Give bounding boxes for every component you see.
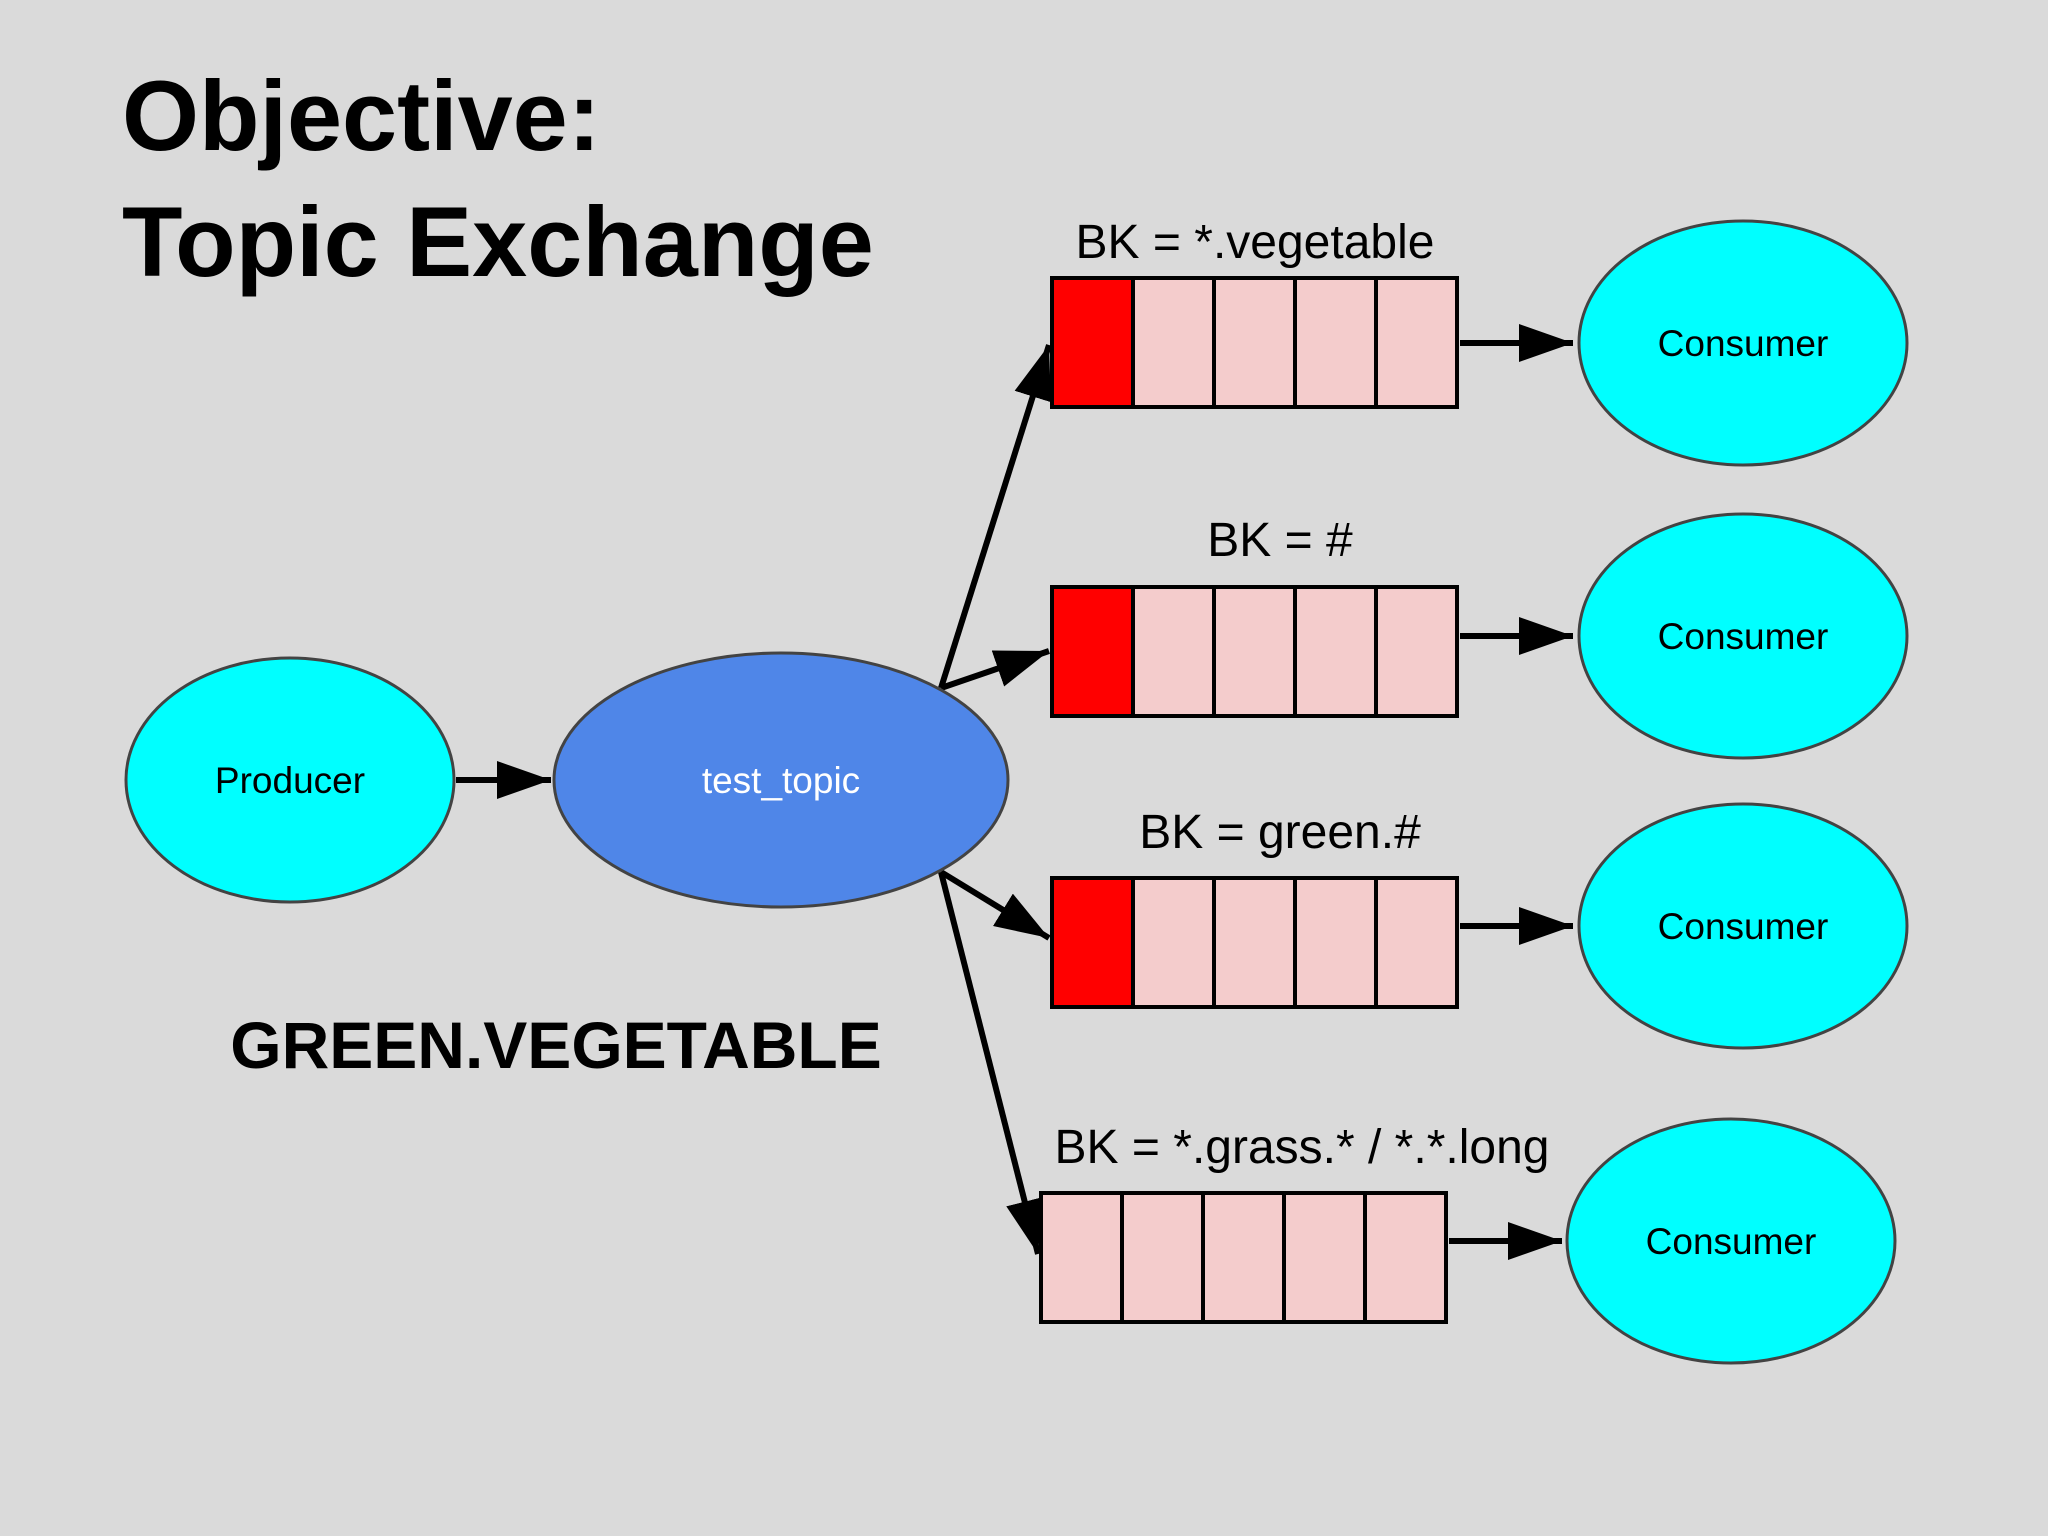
connectors xyxy=(456,324,1573,1260)
exchange-ellipse xyxy=(552,651,1010,909)
queue-4-slots xyxy=(1039,1191,1448,1324)
queue-2-empty-slot-3 xyxy=(1212,585,1297,718)
queue-2: BK = # xyxy=(1050,514,1459,718)
arrow-exchange-to-queue-3 xyxy=(939,869,1051,941)
queue-1-empty-slot-2 xyxy=(1131,276,1216,409)
queue-3-message-slot-1 xyxy=(1050,876,1135,1009)
consumer-1-label: Consumer xyxy=(1658,323,1829,364)
queue-4-empty-slot-5 xyxy=(1363,1191,1448,1324)
queue-3-empty-slot-5 xyxy=(1374,876,1459,1009)
consumer-4-ellipse xyxy=(1565,1117,1897,1365)
producer-node: Producer xyxy=(124,656,456,904)
queue-4-binding-label: BK = *.grass.* / *.*.long xyxy=(1055,1121,1550,1174)
exchange-node: test_topic xyxy=(552,651,1010,909)
consumer-node-1: Consumer xyxy=(1577,219,1909,467)
queue-2-empty-slot-4 xyxy=(1293,585,1378,718)
consumer-node-3: Consumer xyxy=(1577,802,1909,1050)
consumer-node-2: Consumer xyxy=(1577,512,1909,760)
routing-key-label: GREEN.VEGETABLE xyxy=(230,1008,882,1082)
consumer-1-ellipse xyxy=(1577,219,1909,467)
queue-2-empty-slot-2 xyxy=(1131,585,1216,718)
queue-2-binding-label: BK = # xyxy=(1207,514,1353,567)
queue-2-message-slot-1 xyxy=(1050,585,1135,718)
consumer-4-label: Consumer xyxy=(1646,1221,1817,1262)
arrow-exchange-to-queue-2 xyxy=(940,648,1050,691)
queue-3-empty-slot-2 xyxy=(1131,876,1216,1009)
queue-3-empty-slot-3 xyxy=(1212,876,1297,1009)
queue-2-empty-slot-5 xyxy=(1374,585,1459,718)
exchange-label: test_topic xyxy=(702,760,860,801)
queue-1-empty-slot-3 xyxy=(1212,276,1297,409)
consumer-2-label: Consumer xyxy=(1658,616,1829,657)
queue-1-empty-slot-4 xyxy=(1293,276,1378,409)
queue-2-slots xyxy=(1050,585,1459,718)
producer-ellipse xyxy=(124,656,456,904)
queue-4-empty-slot-3 xyxy=(1201,1191,1286,1324)
queue-3: BK = green.# xyxy=(1050,806,1459,1009)
queue-1-slots xyxy=(1050,276,1459,409)
arrow-exchange-to-queue-4 xyxy=(938,871,1044,1255)
queue-1-empty-slot-5 xyxy=(1374,276,1459,409)
producer-label: Producer xyxy=(215,760,365,801)
queue-4-empty-slot-1 xyxy=(1039,1191,1124,1324)
queue-1-message-slot-1 xyxy=(1050,276,1135,409)
consumer-3-label: Consumer xyxy=(1658,906,1829,947)
queue-3-slots xyxy=(1050,876,1459,1009)
consumer-2-ellipse xyxy=(1577,512,1909,760)
slide-title-line-2: Topic Exchange xyxy=(122,186,874,297)
consumer-3-ellipse xyxy=(1577,802,1909,1050)
queue-4-empty-slot-4 xyxy=(1282,1191,1367,1324)
queue-4: BK = *.grass.* / *.*.long xyxy=(1039,1121,1550,1324)
queue-4-empty-slot-2 xyxy=(1120,1191,1205,1324)
queue-3-empty-slot-4 xyxy=(1293,876,1378,1009)
consumer-node-4: Consumer xyxy=(1565,1117,1897,1365)
arrow-exchange-to-queue-1 xyxy=(938,344,1052,689)
queue-1: BK = *.vegetable xyxy=(1050,216,1459,409)
queue-3-binding-label: BK = green.# xyxy=(1139,806,1421,859)
slide-title-line-1: Objective: xyxy=(122,60,601,171)
queue-1-binding-label: BK = *.vegetable xyxy=(1076,216,1435,269)
